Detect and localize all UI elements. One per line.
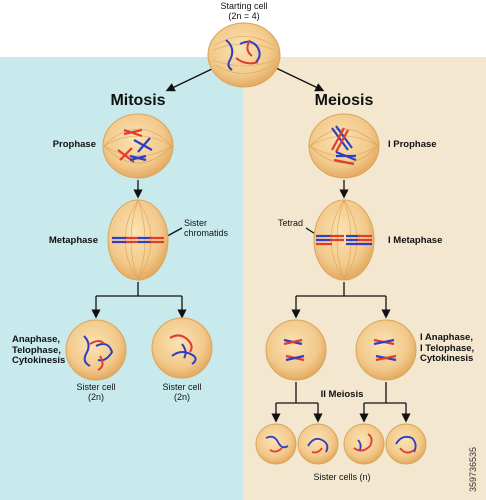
- mitosis-anaphase-line3: Cytokinesis: [12, 355, 66, 367]
- flow-arrows: [91, 67, 411, 423]
- mitosis-metaphase-cell: [107, 199, 169, 281]
- stock-id-text: 359736535: [468, 446, 478, 492]
- sister-cell-right-label: Sister cell (2n): [162, 382, 201, 402]
- tetrad-label: Tetrad: [278, 218, 304, 228]
- mitosis-prophase-cell: [102, 113, 174, 179]
- sister-cell-left-line2: (2n): [87, 392, 105, 403]
- meiosis-prophase-cell: [308, 113, 380, 179]
- sister-cell-left-label: Sister cell (2n): [76, 382, 115, 402]
- sister-cell-right-line1: Sister cell: [162, 382, 202, 392]
- meiosis-ii-cell-1: [255, 423, 297, 465]
- sister-chromatids-line1: Sister: [184, 218, 208, 228]
- sister-chromatids-label: Sister chromatids: [184, 218, 228, 238]
- mitosis-sister-cell-right: [151, 317, 213, 379]
- sister-cell-left-line1: Sister cell: [76, 382, 116, 392]
- mitosis-sister-cell-left: [65, 319, 127, 381]
- meiosis-metaphase-label: I Metaphase: [388, 235, 443, 246]
- mitosis-prophase-label: Prophase: [52, 139, 96, 150]
- meiosis-ii-cell-2: [297, 423, 339, 465]
- meiosis-title: Meiosis: [314, 92, 374, 109]
- sister-chromatids-line2: chromatids: [184, 228, 229, 239]
- starting-cell-line1: Starting cell: [220, 1, 268, 11]
- sister-cell-right-line2: (2n): [173, 392, 191, 403]
- meiosis-anaphase-line3: Cytokinesis: [420, 353, 474, 365]
- meiosis-metaphase-cell: [313, 199, 375, 281]
- mitosis-metaphase-label: Metaphase: [48, 235, 98, 246]
- mitosis-anaphase-line2: Telophase,: [12, 344, 61, 356]
- meiosis-anaphase-label: I Anaphase, I Telophase, Cytokinesis: [420, 332, 475, 365]
- meiosis-ii-cell-4: [385, 423, 427, 465]
- meiosis-i-cell-right: [355, 319, 417, 381]
- mitosis-title: Mitosis: [110, 92, 166, 109]
- mitosis-anaphase-line1: Anaphase,: [12, 334, 61, 345]
- meiosis-ii-cell-3: [343, 423, 385, 465]
- starting-cell: [207, 22, 281, 88]
- starting-cell-line2: (2n = 4): [228, 11, 260, 22]
- meiosis-anaphase-line1: I Anaphase,: [420, 332, 473, 343]
- starting-cell-label: Starting cell (2n = 4): [220, 1, 267, 21]
- meiosis-ii-label: II Meiosis: [320, 389, 364, 400]
- sister-cells-n-label: Sister cells (n): [313, 472, 371, 482]
- meiosis-i-cell-left: [265, 319, 327, 381]
- mitosis-anaphase-label: Anaphase, Telophase, Cytokinesis: [12, 334, 66, 367]
- meiosis-anaphase-line2: I Telophase,: [420, 342, 475, 354]
- meiosis-prophase-label: I Prophase: [388, 139, 437, 150]
